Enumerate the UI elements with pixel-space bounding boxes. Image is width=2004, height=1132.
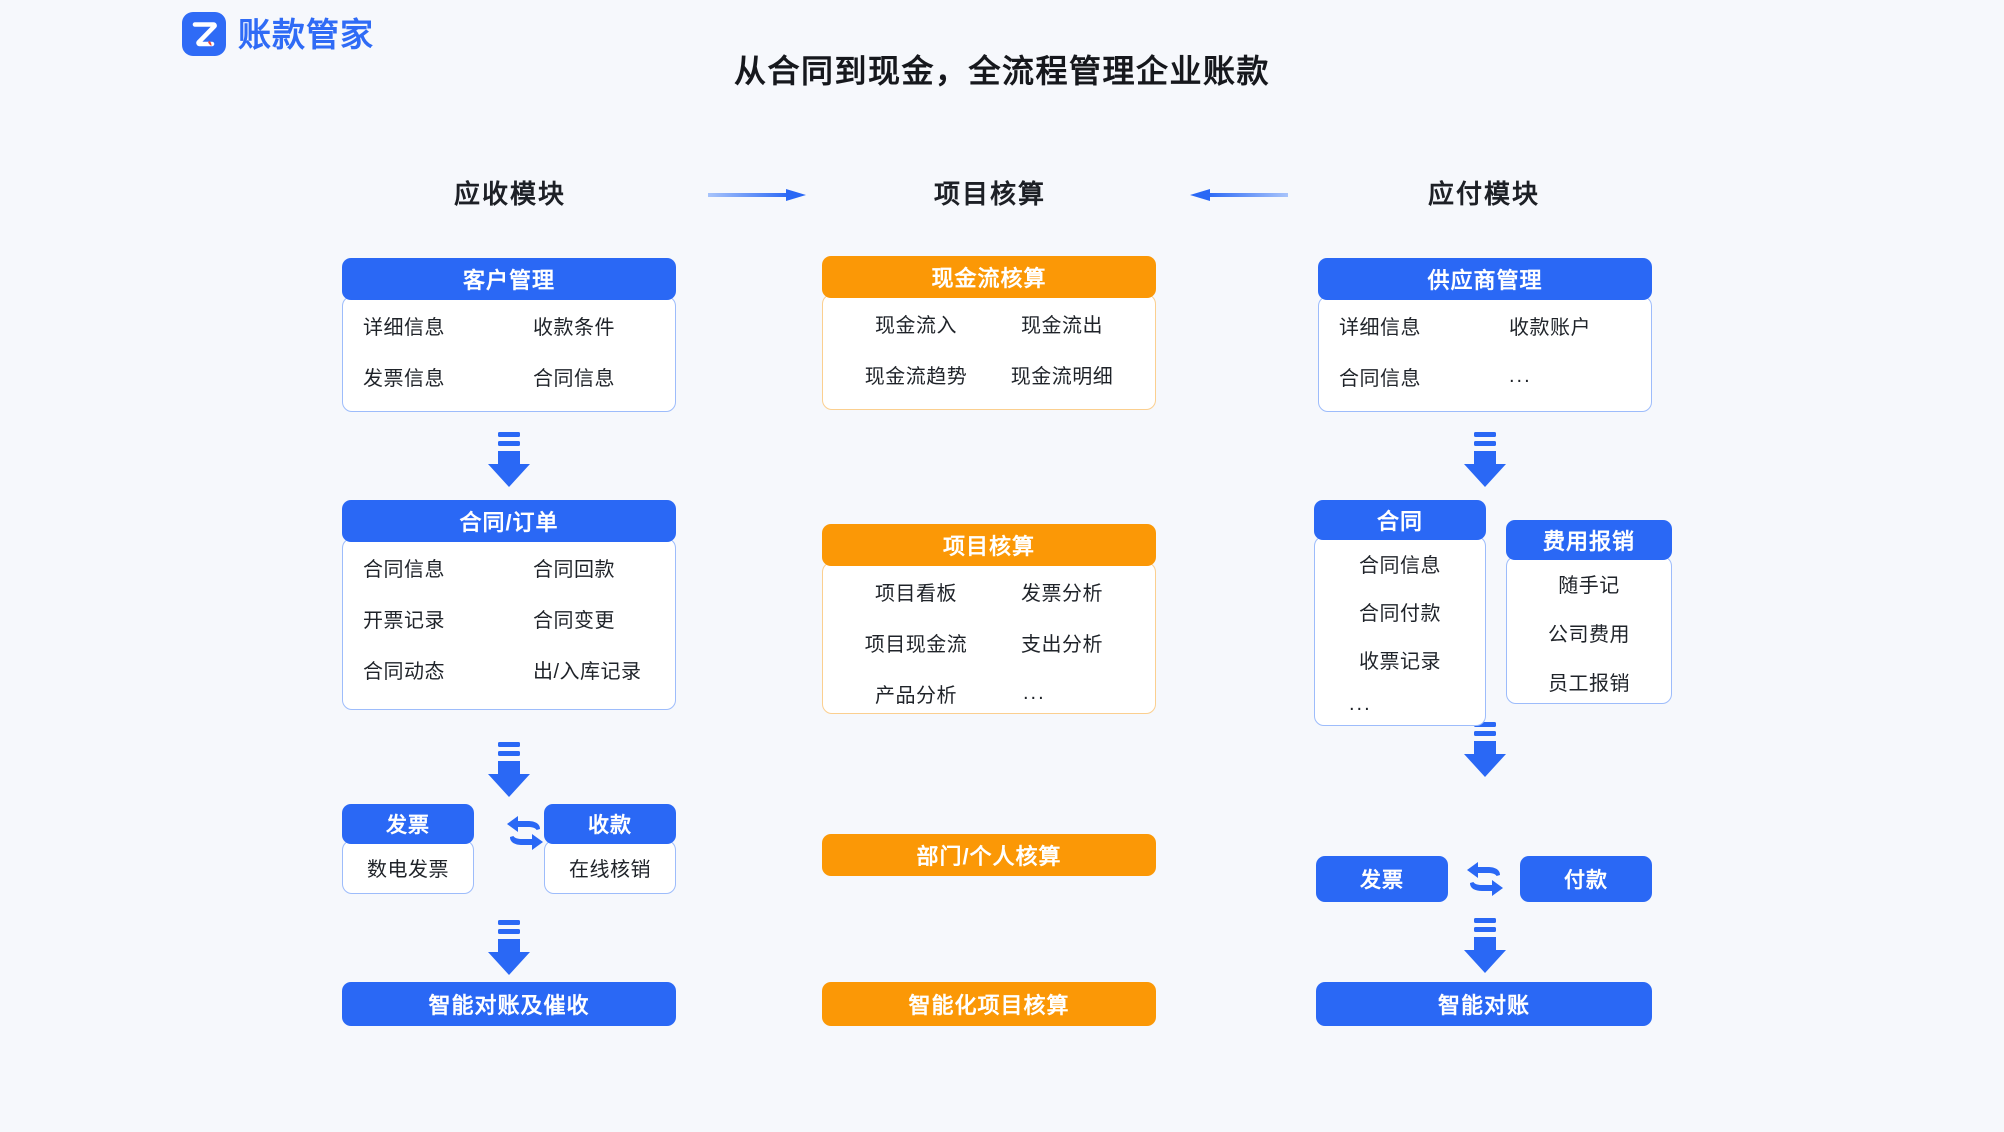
list-item[interactable]: ... bbox=[1509, 365, 1532, 387]
list-item[interactable]: 项目现金流 bbox=[864, 634, 968, 656]
flow-down-arrow-icon bbox=[1464, 432, 1506, 487]
list-item[interactable]: 数电发票 bbox=[367, 858, 449, 881]
card-body: 项目看板 发票分析 项目现金流 支出分析 产品分析 ... bbox=[822, 562, 1156, 714]
bar-department-personal-accounting[interactable]: 部门/个人核算 bbox=[822, 834, 1156, 876]
list-item[interactable]: 开票记录 bbox=[363, 610, 445, 632]
list-item[interactable]: 收票记录 bbox=[1359, 651, 1441, 673]
list-item[interactable]: 出/入库记录 bbox=[533, 661, 642, 683]
pill-invoice[interactable]: 发票 bbox=[1316, 856, 1448, 902]
swap-horizontal-icon bbox=[1467, 862, 1503, 896]
card-body: 在线核销 bbox=[544, 840, 676, 894]
card-header: 费用报销 bbox=[1506, 520, 1672, 560]
list-item[interactable]: 现金流出 bbox=[1021, 315, 1103, 337]
list-item[interactable]: 现金流趋势 bbox=[864, 366, 968, 388]
bar-intelligent-project-accounting[interactable]: 智能化项目核算 bbox=[822, 982, 1156, 1026]
flow-down-arrow-icon bbox=[488, 432, 530, 487]
z-logo-icon bbox=[182, 12, 226, 56]
pill-payment[interactable]: 付款 bbox=[1520, 856, 1652, 902]
card-invoice[interactable]: 发票 数电发票 bbox=[342, 804, 474, 898]
flow-down-arrow-icon bbox=[1464, 918, 1506, 973]
swap-horizontal-icon bbox=[507, 816, 543, 850]
list-item[interactable]: ... bbox=[1023, 682, 1046, 704]
card-payable-contract[interactable]: 合同 合同信息 合同付款 收票记录 ... bbox=[1314, 500, 1486, 730]
list-item[interactable]: 员工报销 bbox=[1548, 673, 1630, 695]
list-item[interactable]: 合同回款 bbox=[533, 559, 615, 581]
brand-logo: 账款管家 bbox=[182, 12, 374, 56]
brand-name: 账款管家 bbox=[238, 15, 374, 53]
list-item[interactable]: 随手记 bbox=[1558, 575, 1620, 597]
card-supplier-management[interactable]: 供应商管理 详细信息 收款账户 合同信息 ... bbox=[1318, 258, 1652, 416]
list-item[interactable]: 公司费用 bbox=[1548, 624, 1630, 646]
card-body: 详细信息 收款条件 发票信息 合同信息 bbox=[342, 296, 676, 412]
list-item[interactable]: 合同动态 bbox=[363, 661, 445, 683]
bar-smart-reconciliation-collection[interactable]: 智能对账及催收 bbox=[342, 982, 676, 1026]
card-body: 现金流入 现金流出 现金流趋势 现金流明细 bbox=[822, 294, 1156, 410]
column-header-project: 项目核算 bbox=[933, 179, 1046, 209]
card-cashflow-accounting[interactable]: 现金流核算 现金流入 现金流出 现金流趋势 现金流明细 bbox=[822, 256, 1156, 414]
card-collection[interactable]: 收款 在线核销 bbox=[544, 804, 676, 898]
card-body: 合同信息 合同回款 开票记录 合同变更 合同动态 出/入库记录 bbox=[342, 538, 676, 710]
flow-down-arrow-icon bbox=[488, 920, 530, 975]
list-item[interactable]: 产品分析 bbox=[875, 685, 957, 707]
list-item[interactable]: 发票分析 bbox=[1021, 583, 1103, 605]
bar-smart-reconciliation[interactable]: 智能对账 bbox=[1316, 982, 1652, 1026]
card-header: 收款 bbox=[544, 804, 676, 844]
card-header: 现金流核算 bbox=[822, 256, 1156, 298]
card-header: 合同/订单 bbox=[342, 500, 676, 542]
card-header: 供应商管理 bbox=[1318, 258, 1652, 300]
list-item[interactable]: 支出分析 bbox=[1021, 634, 1103, 656]
list-item[interactable]: 项目看板 bbox=[875, 583, 957, 605]
card-body: 合同信息 合同付款 收票记录 ... bbox=[1314, 536, 1486, 726]
list-item[interactable]: 合同信息 bbox=[1359, 555, 1441, 577]
card-header: 发票 bbox=[342, 804, 474, 844]
card-customer-management[interactable]: 客户管理 详细信息 收款条件 发票信息 合同信息 bbox=[342, 258, 676, 416]
flow-down-arrow-icon bbox=[488, 742, 530, 797]
page-title: 从合同到现金，全流程管理企业账款 bbox=[733, 53, 1270, 89]
list-item[interactable]: 在线核销 bbox=[569, 858, 651, 881]
list-item[interactable]: 合同信息 bbox=[363, 559, 445, 581]
arrow-right-icon bbox=[708, 189, 806, 201]
card-contract-order[interactable]: 合同/订单 合同信息 合同回款 开票记录 合同变更 合同动态 出/入库记录 bbox=[342, 500, 676, 714]
list-item[interactable]: 详细信息 bbox=[1339, 317, 1421, 339]
list-item[interactable]: 收款条件 bbox=[533, 317, 615, 339]
column-headers: 应收模块 项目核算 应付模块 bbox=[0, 170, 2004, 216]
card-expense-reimbursement[interactable]: 费用报销 随手记 公司费用 员工报销 bbox=[1506, 520, 1672, 708]
card-header: 客户管理 bbox=[342, 258, 676, 300]
list-item[interactable]: 详细信息 bbox=[363, 317, 445, 339]
card-body: 随手记 公司费用 员工报销 bbox=[1506, 556, 1672, 704]
list-item[interactable]: 收款账户 bbox=[1509, 317, 1591, 339]
list-item[interactable]: 合同变更 bbox=[533, 610, 615, 632]
list-item[interactable]: 合同信息 bbox=[533, 368, 615, 390]
column-header-payable: 应付模块 bbox=[1427, 179, 1540, 209]
card-header: 合同 bbox=[1314, 500, 1486, 540]
card-project-accounting[interactable]: 项目核算 项目看板 发票分析 项目现金流 支出分析 产品分析 ... bbox=[822, 524, 1156, 718]
card-body: 详细信息 收款账户 合同信息 ... bbox=[1318, 296, 1652, 412]
list-item[interactable]: 发票信息 bbox=[363, 368, 445, 390]
list-item[interactable]: 合同付款 bbox=[1359, 603, 1441, 625]
column-header-receivable: 应收模块 bbox=[453, 179, 566, 209]
list-item[interactable]: 合同信息 bbox=[1339, 368, 1421, 390]
list-item[interactable]: 现金流明细 bbox=[1010, 366, 1114, 388]
flow-down-arrow-icon bbox=[1464, 722, 1506, 777]
arrow-left-icon bbox=[1190, 189, 1288, 201]
list-item[interactable]: 现金流入 bbox=[875, 315, 957, 337]
card-body: 数电发票 bbox=[342, 840, 474, 894]
list-item[interactable]: ... bbox=[1349, 693, 1372, 715]
card-header: 项目核算 bbox=[822, 524, 1156, 566]
